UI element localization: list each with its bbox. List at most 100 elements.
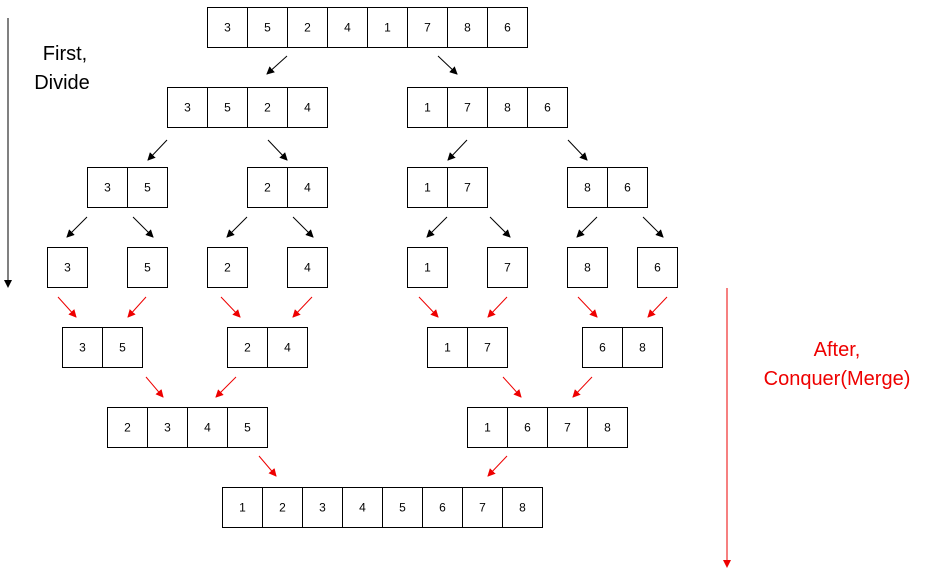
array-cell-value: 4: [204, 421, 211, 435]
array-cell-value: 7: [424, 21, 431, 35]
array-cell-value: 2: [279, 501, 286, 515]
array-cell-value: 8: [464, 21, 471, 35]
array-cell-value: 5: [144, 261, 151, 275]
array-cell: [567, 167, 608, 208]
single-3: 2: [207, 247, 248, 288]
single-4: 4: [287, 247, 328, 288]
array-cell-value: 4: [359, 501, 366, 515]
array-cell: [287, 7, 328, 48]
divide-step-arrow: [489, 216, 511, 238]
divide-step-arrow: [437, 55, 458, 75]
array-cell: [287, 167, 328, 208]
array-cell: [462, 487, 503, 528]
array-cell-value: 2: [264, 101, 271, 115]
array-cell-value: 6: [504, 21, 511, 35]
array-cell: [127, 167, 168, 208]
array-cell: [327, 7, 368, 48]
array-cell-value: 4: [344, 21, 351, 35]
array-cell: [487, 87, 528, 128]
merge-step-arrow: [215, 376, 237, 398]
array-cell-value: 7: [479, 501, 486, 515]
merge-step-arrow: [127, 296, 147, 318]
array-cell-value: 3: [79, 341, 86, 355]
array-cell: [47, 247, 88, 288]
divide-step-arrow: [132, 216, 154, 238]
single-8: 6: [637, 247, 678, 288]
array-cell: [167, 87, 208, 128]
array-cell: [467, 407, 508, 448]
array-cell-value: 2: [224, 261, 231, 275]
array-cell: [107, 407, 148, 448]
array-cell: [507, 407, 548, 448]
divide-step-arrow: [226, 216, 248, 238]
array-cell: [62, 327, 103, 368]
divide-step-arrow: [642, 216, 664, 238]
array-cell: [247, 87, 288, 128]
array-cell-value: 4: [304, 181, 311, 195]
array-cell: [287, 87, 328, 128]
divide-step-arrow: [447, 139, 468, 161]
array-cell-value: 8: [604, 421, 611, 435]
array-cell: [467, 327, 508, 368]
single-1: 3: [47, 247, 88, 288]
array-cell: [247, 7, 288, 48]
array-cell: [502, 487, 543, 528]
array-cell-value: 7: [484, 341, 491, 355]
array-cell-value: 4: [304, 261, 311, 275]
array-cell: [447, 7, 488, 48]
divide-step-arrow: [266, 55, 288, 75]
array-cell-value: 8: [584, 181, 591, 195]
array-cell-value: 7: [504, 261, 511, 275]
merge-step-arrow: [577, 296, 598, 318]
array-cell-value: 7: [464, 181, 471, 195]
array-cell-value: 3: [224, 21, 231, 35]
array-cell-value: 6: [439, 501, 446, 515]
array-cell: [302, 487, 343, 528]
merge-step-arrow: [572, 376, 593, 398]
merge-step-arrow: [487, 455, 508, 477]
array-cell-value: 3: [319, 501, 326, 515]
array-cell-value: 3: [104, 181, 111, 195]
array-cell: [87, 167, 128, 208]
single-2: 5: [127, 247, 168, 288]
array-cell: [587, 407, 628, 448]
array-cell: [267, 327, 308, 368]
array-cell-value: 2: [264, 181, 271, 195]
array-cell-value: 1: [384, 21, 391, 35]
divide-step-arrow: [292, 216, 314, 238]
array-cell: [382, 487, 423, 528]
array-cell-value: 6: [624, 181, 631, 195]
array-cell: [287, 247, 328, 288]
conquer-label-line2: Conquer(Merge): [764, 368, 911, 390]
divide-label-line1: First,: [43, 43, 87, 65]
merge-step-arrow: [487, 296, 508, 318]
array-cell-value: 1: [424, 101, 431, 115]
divide-label-line2: Divide: [34, 72, 90, 94]
array-cell-value: 3: [164, 421, 171, 435]
array-cell-value: 5: [144, 181, 151, 195]
array-cell: [447, 87, 488, 128]
divide-step-arrow: [426, 216, 448, 238]
array-cell: [207, 87, 248, 128]
array-cell-value: 6: [544, 101, 551, 115]
array-cell-value: 7: [564, 421, 571, 435]
array-cell-value: 4: [304, 101, 311, 115]
array-cell-value: 6: [654, 261, 661, 275]
array-cell-value: 1: [424, 181, 431, 195]
array-cell: [637, 247, 678, 288]
merge-step-arrow: [292, 296, 313, 318]
array-cell-value: 6: [599, 341, 606, 355]
single-5: 1: [407, 247, 448, 288]
array-cell: [227, 327, 268, 368]
merge-step-arrow: [647, 296, 668, 318]
single-7: 8: [567, 247, 608, 288]
merge-step-arrow: [258, 455, 277, 477]
